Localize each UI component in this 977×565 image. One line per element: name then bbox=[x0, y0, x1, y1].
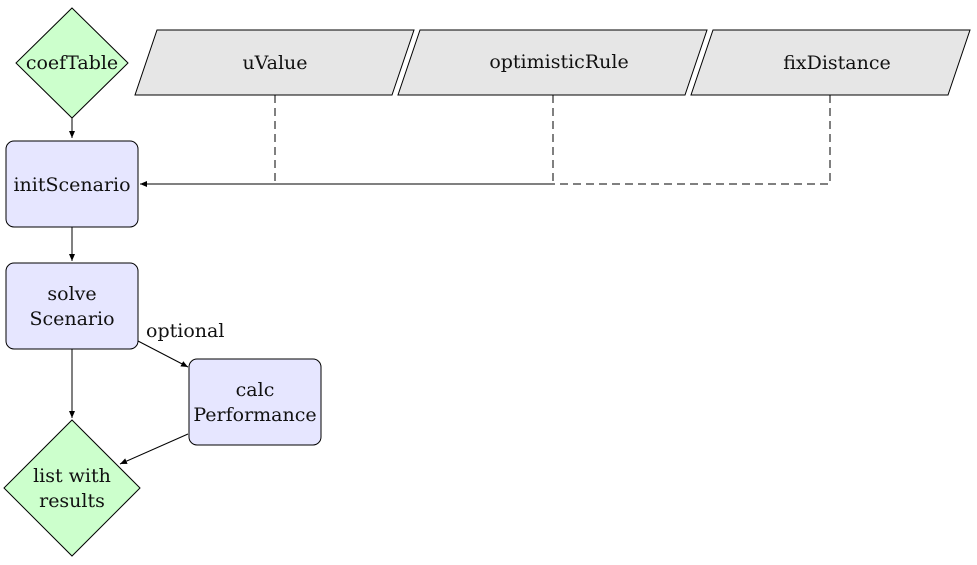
node-initscenario: initScenario bbox=[5, 140, 139, 228]
listresults-label-line-1: list with bbox=[33, 465, 111, 487]
fixdistance-shape bbox=[690, 29, 971, 96]
uvalue-shape bbox=[134, 29, 415, 96]
listresults-shape bbox=[3, 419, 141, 557]
edge-fixdistance-initscenario bbox=[553, 95, 831, 185]
initscenario-label: initScenario bbox=[13, 174, 130, 196]
calcperformance-label-line-1: calc bbox=[236, 379, 275, 401]
solvescenario-shape bbox=[5, 262, 139, 350]
fixdistance-label: fixDistance bbox=[783, 52, 891, 74]
node-calcperformance: calc Performance bbox=[188, 358, 322, 446]
calcperformance-label-line-2: Performance bbox=[193, 404, 316, 426]
solvescenario-label-line-2: Scenario bbox=[29, 308, 114, 330]
node-coeftable: coefTable bbox=[15, 7, 129, 119]
optimisticrule-shape bbox=[397, 29, 708, 96]
edge-solvescenario-calcperformance bbox=[137, 340, 189, 368]
edge-label-optional: optional bbox=[146, 320, 224, 342]
uvalue-label: uValue bbox=[242, 52, 307, 74]
node-listresults: list with results bbox=[3, 419, 141, 557]
calcperformance-shape bbox=[188, 358, 322, 446]
node-uvalue: uValue bbox=[134, 29, 415, 96]
coeftable-shape bbox=[15, 7, 129, 119]
edge-calcperformance-listresults bbox=[119, 433, 189, 465]
solvescenario-label-line-1: solve bbox=[47, 283, 96, 305]
optimisticrule-label: optimisticRule bbox=[489, 51, 628, 73]
listresults-label-line-2: results bbox=[39, 490, 105, 512]
node-optimisticrule: optimisticRule bbox=[397, 29, 708, 96]
node-solvescenario: solve Scenario bbox=[5, 262, 139, 350]
initscenario-shape bbox=[5, 140, 139, 228]
node-fixdistance: fixDistance bbox=[690, 29, 971, 96]
coeftable-label: coefTable bbox=[26, 52, 118, 74]
edges: optional bbox=[69, 95, 831, 465]
